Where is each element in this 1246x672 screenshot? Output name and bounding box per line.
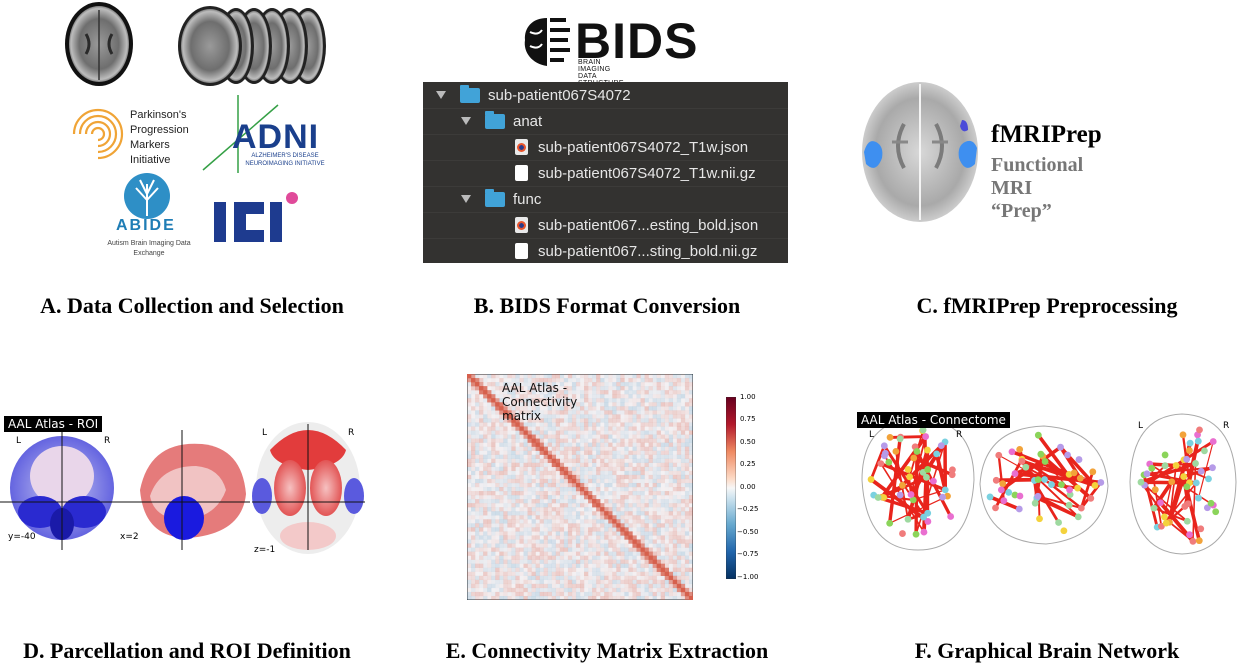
- expand-triangle-icon[interactable]: [461, 117, 471, 125]
- caption-c: C. fMRIPrep Preprocessing: [916, 293, 1178, 318]
- tree-row-label: sub-patient067S4072_T1w.json: [538, 138, 749, 156]
- tree-row-file[interactable]: sub-patient067S4072_T1w.json: [515, 134, 748, 160]
- fmriprep-title: fMRIPrep: [991, 121, 1102, 148]
- file-icon: [515, 165, 528, 181]
- ppmi-line: Initiative: [130, 154, 171, 166]
- json-file-icon: [515, 217, 528, 233]
- matrix-title: AAL Atlas - Connectivity matrix: [502, 381, 578, 423]
- caption-a: A. Data Collection and Selection: [40, 293, 344, 318]
- colorbar-tick: −0.75: [737, 550, 759, 558]
- left-label: L: [869, 430, 875, 440]
- tree-row-label: sub-patient067S4072: [488, 86, 631, 104]
- abide-tree-icon: [124, 173, 170, 219]
- colorbar-tick: 0.50: [740, 438, 756, 446]
- caption-b: B. BIDS Format Conversion: [473, 293, 741, 318]
- tree-row-label: anat: [513, 112, 543, 130]
- ppmi-text: Parkinson's Progression Markers Initiati…: [130, 108, 189, 168]
- tree-row-label: func: [513, 190, 542, 208]
- roi-slices-image: [0, 422, 365, 554]
- abide-subtitle: Autism Brain Imaging Data Exchange: [107, 240, 191, 257]
- fmriprep-subtitle: Functional MRI “Prep”: [991, 154, 1084, 222]
- right-label: R: [348, 428, 355, 438]
- folder-icon: [485, 110, 505, 129]
- brain-mri-images: [65, 2, 326, 86]
- colorbar-tick: 1.00: [740, 393, 756, 401]
- expand-triangle-icon[interactable]: [436, 91, 446, 99]
- folder-icon: [460, 84, 480, 103]
- tree-row-anat[interactable]: anat: [461, 108, 542, 134]
- right-label: R: [956, 430, 963, 440]
- abide-logo-text: ABIDE: [116, 217, 176, 234]
- right-label: R: [104, 436, 111, 446]
- brain-axial-activation-image: [862, 82, 978, 222]
- file-icon: [515, 243, 528, 259]
- bids-logo-text: BIDS: [575, 13, 699, 69]
- brain-logo-icon: [524, 18, 570, 66]
- tree-row-func[interactable]: func: [461, 186, 541, 212]
- colorbar-tick: −0.25: [737, 505, 759, 513]
- coronal-coordinate: y=-40: [8, 532, 36, 542]
- adni-subtitle: ALZHEIMER'S DISEASE NEUROIMAGING INITIAT…: [245, 153, 325, 167]
- colorbar: [726, 397, 736, 579]
- adni-logo-icon: [202, 95, 279, 173]
- ppmi-line: Parkinson's: [130, 109, 187, 121]
- colorbar-tick: 0.75: [740, 415, 756, 423]
- tree-row-file[interactable]: sub-patient067S4072_T1w.nii.gz: [515, 160, 756, 186]
- tree-row-file[interactable]: sub-patient067...sting_bold.nii.gz: [515, 238, 757, 263]
- right-label: R: [1223, 421, 1230, 431]
- left-label: L: [262, 428, 268, 438]
- connectivity-matrix: [467, 374, 693, 600]
- tree-row-label: sub-patient067...sting_bold.nii.gz: [538, 242, 758, 260]
- file-tree: sub-patient067S4072 anat sub-patient067S…: [423, 82, 788, 263]
- connectome-atlas-tag: AAL Atlas - Connectome: [857, 412, 1010, 428]
- tree-row-file[interactable]: sub-patient067...esting_bold.json: [515, 212, 758, 238]
- caption-d: D. Parcellation and ROI Definition: [23, 638, 351, 663]
- tree-row-label: sub-patient067...esting_bold.json: [538, 216, 759, 234]
- roi-atlas-tag: AAL Atlas - ROI: [4, 416, 103, 432]
- ppmi-line: Progression: [130, 124, 189, 136]
- tree-row-label: sub-patient067S4072_T1w.nii.gz: [538, 164, 756, 182]
- colorbar-tick: 0.00: [740, 483, 756, 491]
- connectome-network: [861, 413, 1237, 555]
- left-label: L: [1138, 421, 1144, 431]
- caption-e: E. Connectivity Matrix Extraction: [445, 638, 769, 663]
- colorbar-tick: −1.00: [737, 573, 759, 581]
- colorbar-tick: −0.50: [737, 528, 759, 536]
- tree-row-root[interactable]: sub-patient067S4072: [436, 82, 631, 108]
- folder-icon: [485, 188, 505, 207]
- adni-logo-text: ADNI: [232, 118, 320, 156]
- ppmi-logo-icon: [68, 108, 124, 162]
- expand-triangle-icon[interactable]: [461, 195, 471, 203]
- ppmi-line: Markers: [130, 139, 170, 151]
- left-label: L: [16, 436, 22, 446]
- ici-logo-icon: [214, 192, 298, 242]
- colorbar-tick: 0.25: [740, 460, 756, 468]
- json-file-icon: [515, 139, 528, 155]
- caption-f: F. Graphical Brain Network: [914, 638, 1180, 663]
- axial-coordinate: z=-1: [254, 545, 276, 555]
- sagittal-coordinate: x=2: [120, 532, 139, 542]
